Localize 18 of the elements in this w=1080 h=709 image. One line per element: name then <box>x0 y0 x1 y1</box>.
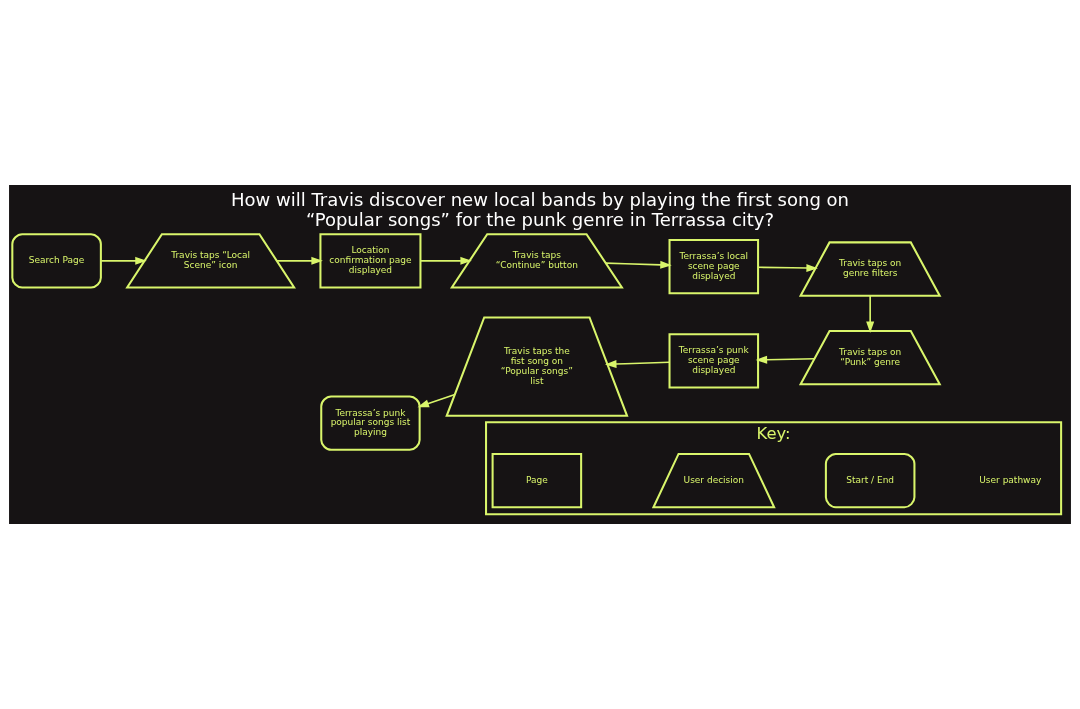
node-box: Search Page <box>11 233 102 289</box>
arrow <box>755 355 816 364</box>
arrow <box>417 393 456 408</box>
arrow <box>100 256 147 265</box>
node-box: Page <box>491 452 583 509</box>
arrow <box>604 260 672 269</box>
legend-label: User pathway <box>979 474 1042 485</box>
node-box: Terrassa’s local scene page displayed <box>668 238 760 295</box>
node-box: Terrassa’s punk popular songs list playing <box>320 395 421 451</box>
arrow <box>605 360 671 369</box>
arrow <box>757 264 818 273</box>
node-box: Start / End <box>824 452 916 509</box>
node-box: Location confirmation page displayed <box>319 233 422 289</box>
arrow <box>276 256 323 265</box>
arrow <box>419 256 472 265</box>
diagram-title: How will Travis discover new local bands by playing the first song on “Popular songs” for the punk genre in Terrassa city? <box>230 188 850 230</box>
arrow <box>866 294 875 334</box>
node-box: Terrassa’s punk scene page displayed <box>668 333 760 389</box>
